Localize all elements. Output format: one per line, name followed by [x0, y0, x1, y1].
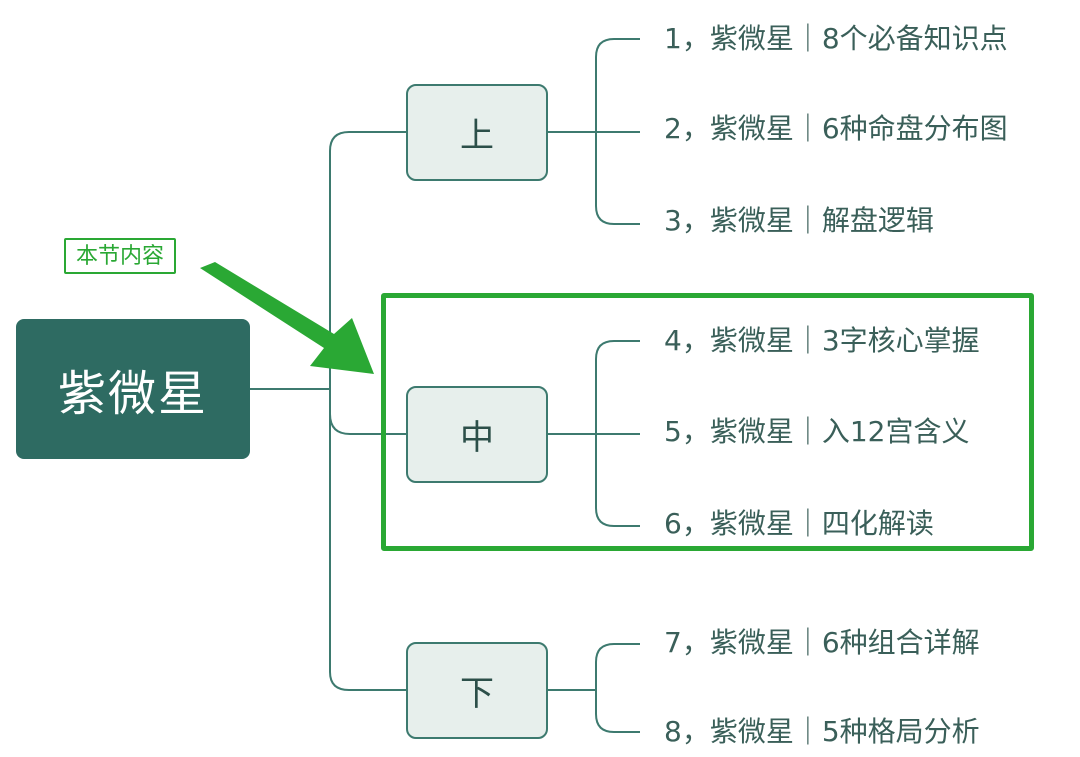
- connector-branch-2-leaves: [548, 340, 640, 527]
- leaf-item-2[interactable]: 2，紫微星｜6种命盘分布图: [664, 112, 1008, 145]
- branch-node-middle[interactable]: 中: [406, 386, 548, 483]
- connector-spine-branch-1: [329, 131, 406, 691]
- branch-node-lower[interactable]: 下: [406, 642, 548, 739]
- connector-spine-branch-2: [329, 413, 406, 435]
- leaf-item-3[interactable]: 3，紫微星｜解盘逻辑: [664, 204, 934, 237]
- leaf-item-8[interactable]: 8，紫微星｜5种格局分析: [664, 715, 980, 748]
- leaf-item-4[interactable]: 4，紫微星｜3字核心掌握: [664, 324, 980, 357]
- callout-arrow: [200, 262, 374, 374]
- root-node[interactable]: 紫微星: [16, 319, 250, 459]
- leaf-item-1[interactable]: 1，紫微星｜8个必备知识点: [664, 22, 1008, 55]
- callout-label: 本节内容: [64, 238, 177, 274]
- highlight-box: [381, 293, 1034, 551]
- leaf-item-5[interactable]: 5，紫微星｜入12宫含义: [664, 415, 970, 448]
- leaf-item-7[interactable]: 7，紫微星｜6种组合详解: [664, 626, 980, 659]
- connector-branch-3-leaves: [548, 643, 640, 733]
- leaf-item-6[interactable]: 6，紫微星｜四化解读: [664, 507, 934, 540]
- branch-node-upper[interactable]: 上: [406, 84, 548, 181]
- connector-branch-1-leaves: [548, 38, 640, 225]
